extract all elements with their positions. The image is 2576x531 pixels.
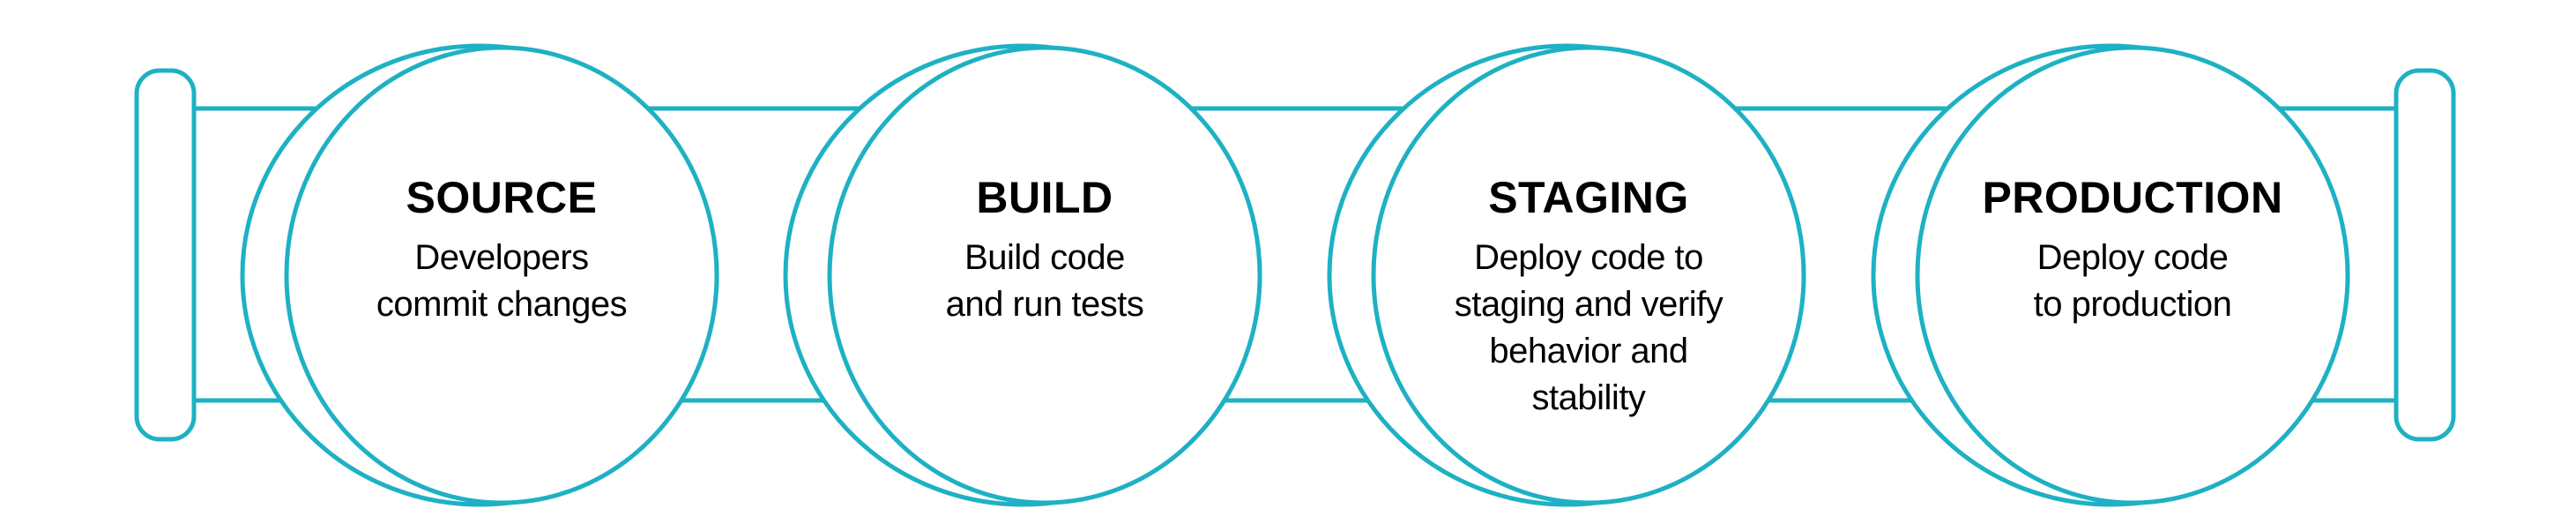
stage-description: Build code and run tests bbox=[851, 235, 1239, 328]
stage-description-line: to production bbox=[2033, 285, 2232, 324]
stage-description-line: stability bbox=[1531, 378, 1646, 417]
stage-description-line: commit changes bbox=[376, 285, 628, 324]
stages bbox=[240, 43, 2350, 507]
stage-description-line: staging and verify bbox=[1454, 285, 1724, 324]
stage-title: BUILD bbox=[976, 173, 1113, 222]
stage-source bbox=[240, 43, 719, 507]
stage-description-line: Deploy code to bbox=[1474, 238, 1703, 277]
stage-production bbox=[1871, 43, 2350, 507]
stage-title: PRODUCTION bbox=[1982, 173, 2283, 222]
stage-description-line: Developers bbox=[414, 238, 589, 277]
stage-disc-front bbox=[1371, 45, 1806, 505]
stage-title: STAGING bbox=[1488, 173, 1689, 222]
stage-disc-front bbox=[827, 45, 1262, 505]
stage-description-line: and run tests bbox=[945, 285, 1144, 324]
stage-description-line: Build code bbox=[964, 238, 1125, 277]
stage-title: SOURCE bbox=[406, 173, 598, 222]
stage-disc-front bbox=[284, 45, 719, 505]
stage-description: Developers commit changes bbox=[308, 235, 696, 328]
stage-staging bbox=[1327, 43, 1806, 507]
pipe-left-end-cap bbox=[134, 68, 197, 442]
stage-description-line: behavior and bbox=[1489, 332, 1688, 370]
stage-build bbox=[783, 43, 1262, 507]
stage-description: Deploy code to staging and verify behavior… bbox=[1395, 235, 1783, 422]
stage-description-line: Deploy code bbox=[2036, 238, 2229, 277]
pipe-right-end-cap bbox=[2394, 68, 2456, 442]
stage-disc-front bbox=[1915, 45, 2350, 505]
stage-description: Deploy code to production bbox=[1939, 235, 2327, 328]
